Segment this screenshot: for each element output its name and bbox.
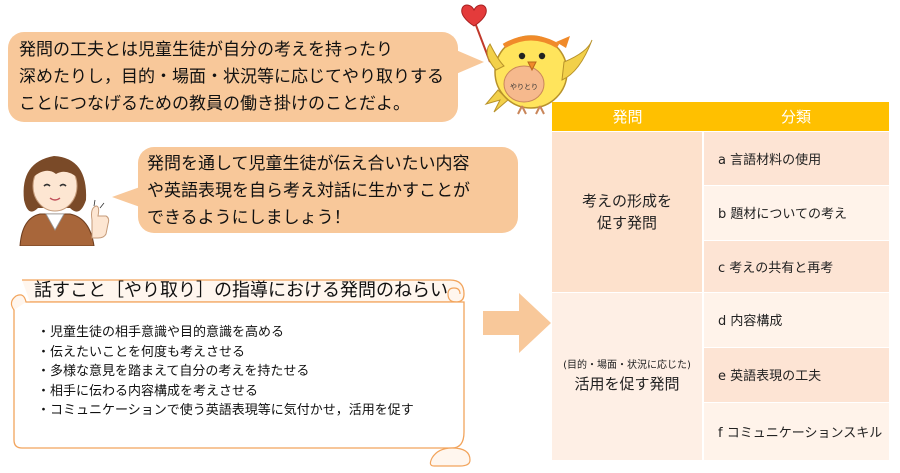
category-line: 促す発問: [596, 213, 657, 232]
teacher-speech-line: できるようにしましょう！: [147, 208, 351, 228]
aims-item: ・多様な意見を踏まえて自分の考えを持たせる: [37, 364, 310, 379]
teacher-character-icon: [19, 156, 110, 246]
category-thinking-formation: 考えの形成を 促す発問: [552, 130, 703, 292]
aims-item: ・コミュニケーションで使う英語表現等に気付かせ，活用を促す: [37, 403, 414, 418]
bird-mascot-icon: やりとり: [461, 4, 593, 115]
aims-heading: 話すこと［やり取り］の指導における発問のねらい: [34, 280, 448, 301]
teacher-speech-line: や英語表現を自ら考え対話に生かすことが: [147, 181, 470, 201]
category-line: 活用を促す発問: [574, 375, 680, 394]
bird-speech-line: 深めたりし，目的・場面・状況等に応じてやり取りする: [19, 67, 444, 87]
bubble-tail: [112, 187, 140, 207]
item-b: b 題材についての考え: [702, 184, 889, 240]
item-d: d 内容構成: [702, 291, 889, 347]
aims-list: ・児童生徒の相手意識や目的意識を高める ・伝えたいことを何度も考えさせる ・多様…: [37, 323, 414, 421]
header-category: 分類: [703, 102, 889, 131]
bird-speech-line: ことにつなげるための教員の働き掛けのことだよ。: [19, 94, 410, 114]
bird-speech-line: 発問の工夫とは児童生徒が自分の考えを持ったり: [19, 40, 393, 60]
scroll-frame: [10, 279, 471, 467]
header-question: 発問: [552, 102, 703, 131]
item-e: e 英語表現の工夫: [702, 346, 889, 402]
bird-label: やりとり: [510, 83, 538, 91]
classification-table: 発問 分類 考えの形成を 促す発問 a 言語材料の使用 b 題材についての考え …: [552, 102, 889, 460]
aims-item: ・児童生徒の相手意識や目的意識を高める: [37, 325, 285, 340]
bird-speech-bubble: 発問の工夫とは児童生徒が自分の考えを持ったり 深めたりし，目的・場面・状況等に応…: [8, 32, 484, 122]
aims-item: ・伝えたいことを何度も考えさせる: [37, 344, 246, 360]
aims-item: ・相手に伝わる内容構成を考えさせる: [37, 383, 259, 399]
category-application: (目的・場面・状況に応じた) 活用を促す発問: [552, 291, 703, 460]
bubble-tail: [456, 50, 484, 74]
item-a: a 言語材料の使用: [702, 130, 889, 185]
category-line: 考えの形成を: [581, 191, 672, 210]
teacher-speech-line: 発問を通して児童生徒が伝え合いたい内容: [147, 154, 470, 174]
item-f: f コミュニケーションスキル: [702, 401, 889, 460]
item-c: c 考えの共有と再考: [702, 239, 889, 292]
teacher-speech-bubble: 発問を通して児童生徒が伝え合いたい内容 や英語表現を自ら考え対話に生かすことが …: [112, 147, 518, 233]
category-note: (目的・場面・状況に応じた): [563, 360, 691, 372]
arrow-right-icon: [483, 293, 551, 353]
